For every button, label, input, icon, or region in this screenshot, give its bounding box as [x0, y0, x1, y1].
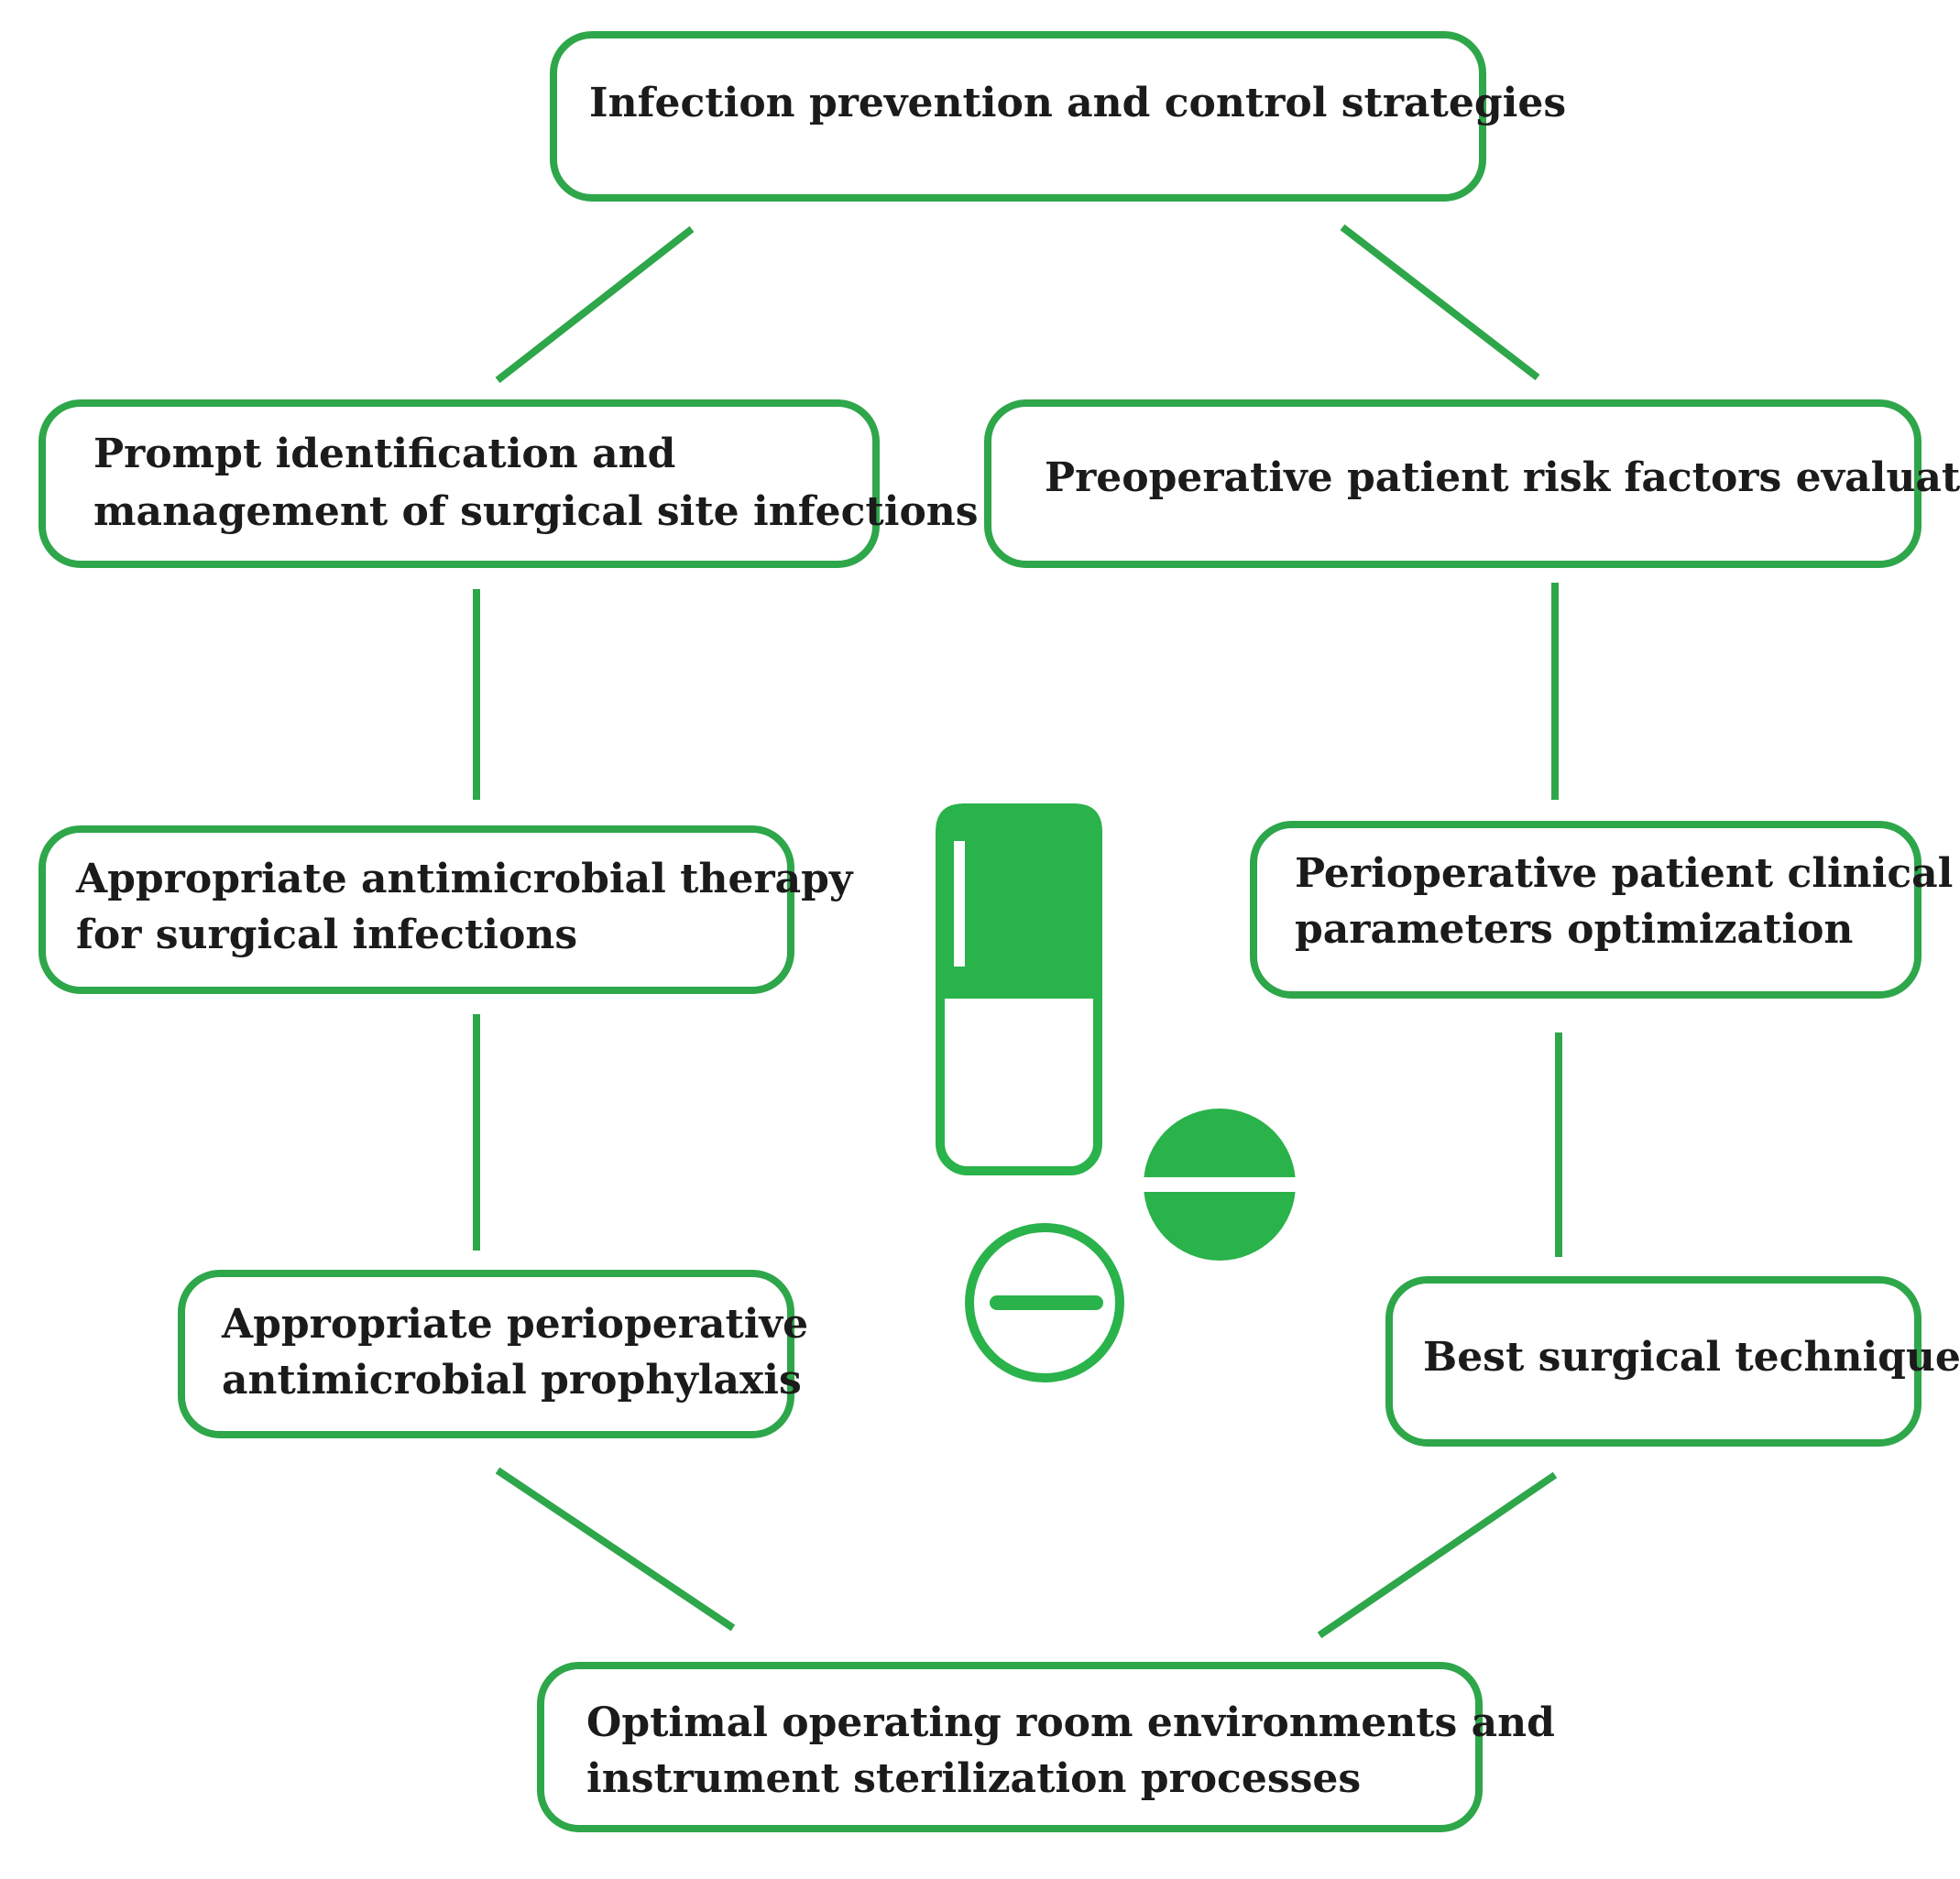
- connector-right3-to-bottom: [1317, 1471, 1558, 1639]
- connector-top-to-left: [495, 225, 695, 384]
- node-operating-room-environments: Optimal operating room environments and …: [537, 1662, 1555, 1832]
- node-label-line: Appropriate antimicrobial therapy: [75, 856, 854, 902]
- node-label-line: Optimal operating room environments and: [586, 1699, 1555, 1746]
- connector-left3-to-bottom: [495, 1467, 736, 1632]
- node-label-line: Best surgical techniques: [1423, 1334, 1960, 1381]
- tablet-icon: [1136, 1109, 1303, 1261]
- node-label-line: Infection prevention and control strateg…: [589, 80, 1566, 126]
- node-clinical-parameters-optimization: Perioperative patient clinical parameter…: [1250, 821, 1953, 999]
- node-infection-prevention-strategies: Infection prevention and control strateg…: [550, 31, 1566, 202]
- node-label-line: for surgical infections: [76, 912, 577, 958]
- node-label-line: Prompt identification and: [93, 431, 675, 477]
- node-label-line: Appropriate perioperative: [221, 1301, 808, 1348]
- node-label-line: antimicrobial prophylaxis: [222, 1357, 802, 1404]
- node-label-line: Preoperative patient risk factors evalua…: [1045, 454, 1960, 501]
- node-prompt-identification: Prompt identification and management of …: [38, 399, 979, 568]
- node-antimicrobial-therapy: Appropriate antimicrobial therapy for su…: [38, 825, 854, 994]
- node-label-line: parameters optimization: [1295, 906, 1853, 953]
- node-antimicrobial-prophylaxis: Appropriate perioperative antimicrobial …: [178, 1270, 808, 1438]
- node-label-line: management of surgical site infections: [93, 488, 979, 535]
- connector-top-to-right: [1340, 224, 1540, 381]
- node-label-line: Perioperative patient clinical: [1295, 850, 1953, 897]
- capsule-icon: [936, 803, 1102, 1175]
- node-preoperative-risk-evaluation: Preoperative patient risk factors evalua…: [984, 399, 1960, 568]
- node-label-line: instrument sterilization processes: [586, 1755, 1361, 1802]
- tablet-outline-icon: [965, 1223, 1124, 1382]
- node-best-surgical-techniques: Best surgical techniques: [1385, 1276, 1960, 1447]
